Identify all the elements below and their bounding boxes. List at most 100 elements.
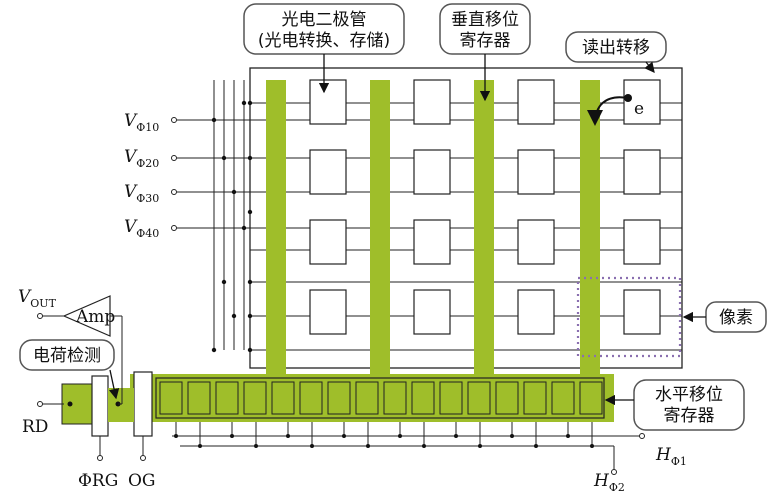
junction-dot bbox=[398, 434, 402, 438]
junction-dot bbox=[454, 434, 458, 438]
amp-label: Amp bbox=[75, 307, 115, 327]
horizontal-register-cell bbox=[327, 381, 351, 415]
label-h1: HΦ1 bbox=[655, 445, 687, 468]
photodiode bbox=[413, 219, 451, 265]
reset-gate bbox=[91, 375, 109, 437]
clock-terminal bbox=[171, 189, 177, 195]
label-rd: RD bbox=[22, 417, 48, 437]
horizontal-register-cell bbox=[159, 381, 183, 415]
horizontal-register-cell bbox=[355, 381, 379, 415]
photodiode bbox=[623, 289, 661, 335]
junction-dot bbox=[241, 100, 247, 106]
junction-dot bbox=[211, 117, 217, 123]
photodiode bbox=[623, 149, 661, 195]
junction-dot bbox=[211, 347, 217, 353]
horizontal-register-cell bbox=[579, 381, 603, 415]
junction-dot bbox=[231, 313, 237, 319]
junction-dot bbox=[241, 225, 247, 231]
clock-terminal bbox=[171, 155, 177, 161]
junction-dot bbox=[286, 434, 290, 438]
vertical-shift-register bbox=[266, 80, 286, 380]
horizontal-register-cell bbox=[523, 381, 547, 415]
junction-dot bbox=[247, 313, 253, 319]
photodiode bbox=[517, 289, 555, 335]
electron-label: e bbox=[634, 99, 644, 119]
callout-vertical-register: 垂直移位寄存器 bbox=[439, 3, 531, 102]
junction-dot bbox=[342, 434, 346, 438]
photodiode bbox=[309, 149, 347, 195]
callout-charge-detect: 电荷检测 bbox=[19, 339, 120, 400]
label-rg: ΦRG bbox=[78, 471, 118, 491]
junction-dot bbox=[247, 155, 253, 161]
svg-text:读出转移: 读出转移 bbox=[582, 38, 650, 58]
horizontal-register-cell bbox=[383, 381, 407, 415]
photodiode bbox=[623, 219, 661, 265]
photodiode bbox=[517, 149, 555, 195]
horizontal-register-cell bbox=[271, 381, 295, 415]
junction-dot bbox=[247, 100, 253, 106]
vertical-shift-register bbox=[474, 80, 494, 380]
photodiode bbox=[413, 79, 451, 125]
h1-terminal bbox=[639, 433, 645, 439]
vertical-shift-register bbox=[370, 80, 390, 380]
horizontal-register-cell bbox=[467, 381, 491, 415]
callout-horizontal-register: 水平移位寄存器 bbox=[604, 379, 745, 431]
svg-text:光电二极管(光电转换、存储): 光电二极管(光电转换、存储) bbox=[258, 10, 390, 51]
svg-text:水平移位寄存器: 水平移位寄存器 bbox=[655, 385, 723, 426]
photodiode bbox=[517, 219, 555, 265]
horizontal-register-cell bbox=[495, 381, 519, 415]
label-vout: VOUT bbox=[18, 287, 57, 310]
label-v40: VΦ40 bbox=[124, 217, 159, 240]
horizontal-register-cell bbox=[299, 381, 323, 415]
ccd-array-frame bbox=[249, 67, 683, 369]
readout-arrow bbox=[587, 96, 629, 126]
horizontal-register-cell bbox=[187, 381, 211, 415]
horizontal-register-cell bbox=[411, 381, 435, 415]
callout-readout: 读出转移 bbox=[565, 31, 667, 74]
junction-dot bbox=[221, 155, 227, 161]
label-h2: HΦ2 bbox=[593, 471, 625, 494]
junction-dot bbox=[174, 434, 178, 438]
junction-dot bbox=[478, 444, 482, 448]
h2-terminal bbox=[611, 469, 617, 475]
photodiode bbox=[517, 79, 555, 125]
horizontal-register-cell bbox=[243, 381, 267, 415]
svg-text:电荷检测: 电荷检测 bbox=[33, 346, 101, 366]
junction-dot bbox=[198, 444, 202, 448]
photodiode bbox=[309, 79, 347, 125]
junction-dot bbox=[247, 279, 253, 285]
junction-dot bbox=[510, 434, 514, 438]
photodiode bbox=[413, 149, 451, 195]
callout-pixel: 像素 bbox=[682, 301, 767, 333]
clock-terminal bbox=[171, 117, 177, 123]
horizontal-register-cell bbox=[439, 381, 463, 415]
junction-dot bbox=[221, 279, 227, 285]
label-v30: VΦ30 bbox=[124, 182, 159, 205]
junction-dot bbox=[310, 444, 314, 448]
horizontal-register-cell bbox=[551, 381, 575, 415]
output-gate bbox=[133, 371, 153, 437]
clock-terminal bbox=[171, 225, 177, 231]
vertical-shift-register bbox=[580, 80, 600, 380]
photodiode bbox=[413, 289, 451, 335]
junction-dot bbox=[231, 189, 237, 195]
junction-dot bbox=[254, 444, 258, 448]
junction-dot bbox=[422, 444, 426, 448]
junction-dot bbox=[247, 347, 253, 353]
photodiode bbox=[309, 219, 347, 265]
horizontal-register-frame bbox=[155, 377, 605, 419]
junction-dot bbox=[230, 434, 234, 438]
horizontal-register-cell bbox=[215, 381, 239, 415]
label-v20: VΦ20 bbox=[124, 147, 159, 170]
junction-dot bbox=[534, 444, 538, 448]
junction-dot bbox=[247, 209, 253, 215]
svg-text:像素: 像素 bbox=[719, 308, 753, 328]
junction-dot bbox=[366, 444, 370, 448]
label-v10: VΦ10 bbox=[124, 111, 159, 134]
svg-text:垂直移位寄存器: 垂直移位寄存器 bbox=[451, 10, 519, 51]
photodiode bbox=[309, 289, 347, 335]
label-og: OG bbox=[128, 471, 156, 491]
photodiode bbox=[623, 79, 661, 125]
junction-dot bbox=[590, 444, 594, 448]
